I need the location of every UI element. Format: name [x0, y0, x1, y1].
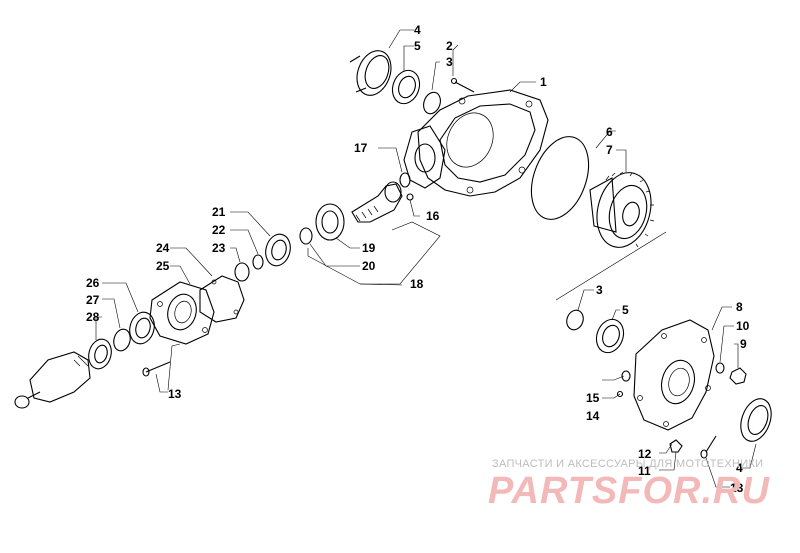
output-yoke	[14, 351, 91, 409]
callout-5-top: 5	[414, 39, 421, 53]
ring-part-20	[299, 227, 313, 245]
callout-9: 9	[740, 337, 747, 351]
housing-part-25	[149, 281, 215, 345]
gasket-part-24	[199, 275, 245, 323]
gear-case-part-1	[403, 89, 549, 197]
bearing-part-5-top	[391, 69, 421, 105]
callout-24: 24	[156, 241, 170, 255]
callout-10: 10	[736, 319, 750, 333]
callout-2: 2	[446, 39, 453, 53]
bearing-part-19	[315, 203, 345, 241]
callout-18: 18	[410, 277, 424, 291]
washer-part-10	[715, 362, 725, 374]
pin-part-16	[406, 193, 414, 201]
callout-1: 1	[540, 75, 547, 89]
callout-3-top: 3	[446, 55, 453, 69]
callout-4-top: 4	[414, 23, 421, 37]
callout-21: 21	[212, 205, 226, 219]
washer-part-22	[252, 254, 264, 270]
watermark-tagline: ЗАПЧАСТИ И АКСЕССУАРЫ ДЛЯ МОТОТЕХНИКИ	[492, 458, 764, 470]
bolt-part-13-left	[142, 361, 171, 377]
watermark-logo: PARTSFOR.RU	[488, 470, 770, 512]
callout-26: 26	[86, 276, 100, 290]
leader-lines	[95, 29, 757, 488]
callout-3-right: 3	[596, 283, 603, 297]
callout-6: 6	[606, 125, 613, 139]
washer-part-15	[621, 370, 631, 382]
bearing-part-26	[129, 311, 155, 345]
callout-23: 23	[212, 241, 226, 255]
callout-17: 17	[354, 141, 368, 155]
vent-pin-part-2	[450, 77, 475, 93]
seal-part-4-right	[740, 398, 772, 442]
bolt-part-14	[616, 390, 624, 398]
callout-27: 27	[86, 293, 100, 307]
seal-part-28	[88, 338, 112, 370]
snap-ring-part-27	[113, 328, 131, 352]
callout-13-right: 13	[730, 481, 744, 495]
gasket-part-6	[530, 136, 590, 220]
seal-part-21	[265, 233, 291, 267]
callout-25: 25	[156, 259, 170, 273]
callout-20: 20	[362, 259, 376, 273]
callout-19: 19	[362, 241, 376, 255]
callout-8: 8	[736, 300, 743, 314]
snap-ring-part-23	[234, 262, 250, 282]
callout-5-right: 5	[622, 303, 629, 317]
bearing-part-5-right	[595, 318, 625, 354]
callout-16: 16	[426, 209, 440, 223]
seal-part-4-top	[349, 50, 392, 96]
callout-14: 14	[586, 409, 600, 423]
callout-11: 11	[638, 464, 651, 478]
callout-13-left: 13	[168, 387, 182, 401]
snap-ring-part-3-top	[423, 91, 441, 115]
ring-gear-part-7	[589, 171, 655, 248]
snap-ring-part-3-right	[566, 309, 584, 331]
callout-labels: 1 2 3 4 5 6 7 17 16 21 22 23 19 20 18 24…	[86, 23, 750, 495]
plug-part-9	[729, 367, 747, 385]
callout-4-right: 4	[736, 461, 743, 475]
pinion-gear-part	[351, 181, 403, 223]
callout-15: 15	[586, 391, 600, 405]
bushing-part-17	[399, 172, 411, 188]
plug-part-11-12	[669, 439, 683, 453]
callout-22: 22	[212, 223, 226, 237]
bolt-part-13-right	[700, 435, 717, 459]
cover-part-8	[633, 319, 715, 431]
callout-28: 28	[86, 310, 100, 324]
callout-12: 12	[638, 447, 652, 461]
callout-7: 7	[606, 143, 613, 157]
